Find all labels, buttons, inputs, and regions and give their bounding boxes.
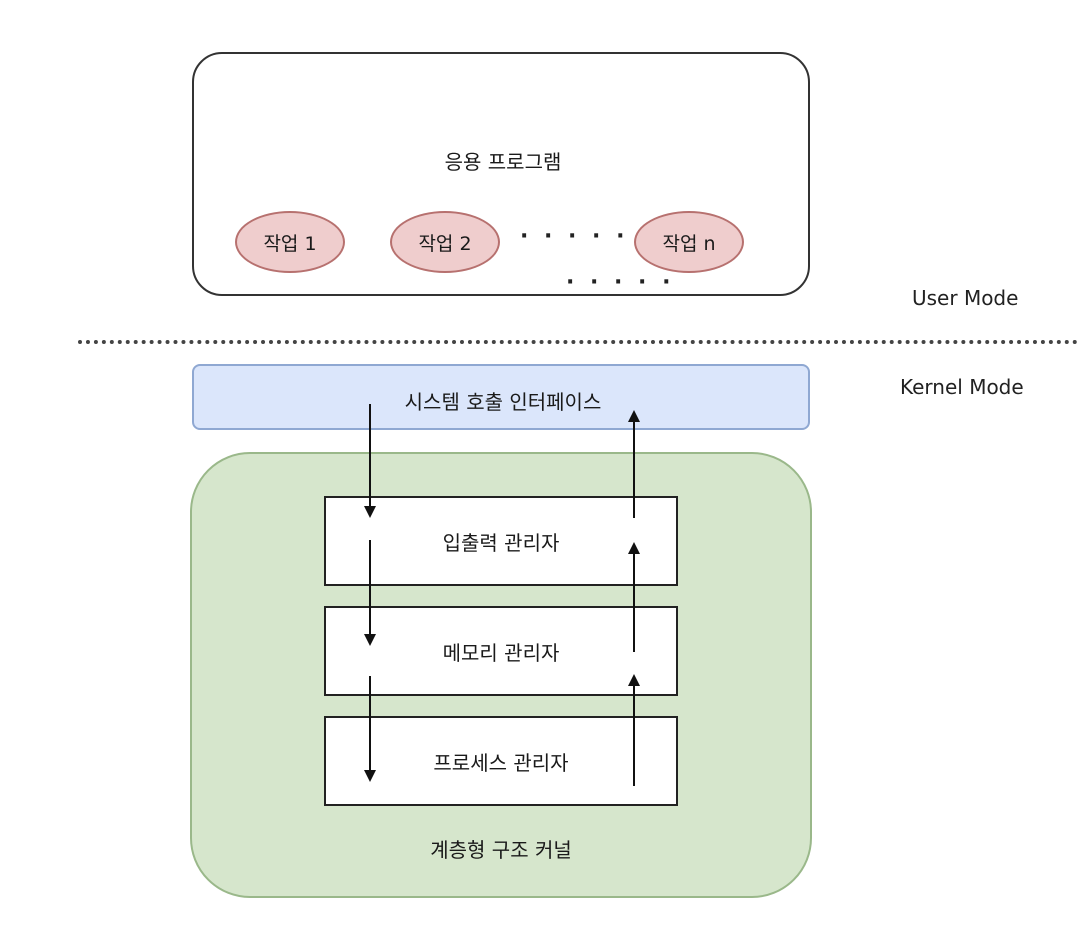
process-manager-label: 프로세스 관리자	[433, 750, 569, 775]
application-title: 응용 프로그램	[444, 150, 562, 174]
task-ellipsis: · · · · ·	[520, 224, 629, 249]
task-n: 작업 n	[634, 211, 744, 273]
mode-divider	[78, 340, 1078, 344]
down-arrows	[364, 404, 376, 782]
process-manager: 프로세스 관리자	[324, 716, 678, 806]
io-manager: 입출력 관리자	[324, 496, 678, 586]
task-1: 작업 1	[235, 211, 345, 273]
kernel-label: 계층형 구조 커널	[430, 838, 572, 862]
kernel-mode-label: Kernel Mode	[900, 375, 1024, 399]
syscall-interface-label: 시스템 호출 인터페이스	[404, 390, 602, 414]
user-mode-label: User Mode	[912, 286, 1019, 310]
task-2: 작업 2	[390, 211, 500, 273]
memory-manager-label: 메모리 관리자	[442, 640, 560, 665]
task-ellipsis-lower: · · · · ·	[566, 270, 675, 295]
memory-manager: 메모리 관리자	[324, 606, 678, 696]
syscall-interface-box: 시스템 호출 인터페이스	[192, 364, 810, 430]
up-arrows	[628, 410, 640, 786]
io-manager-label: 입출력 관리자	[442, 530, 560, 555]
